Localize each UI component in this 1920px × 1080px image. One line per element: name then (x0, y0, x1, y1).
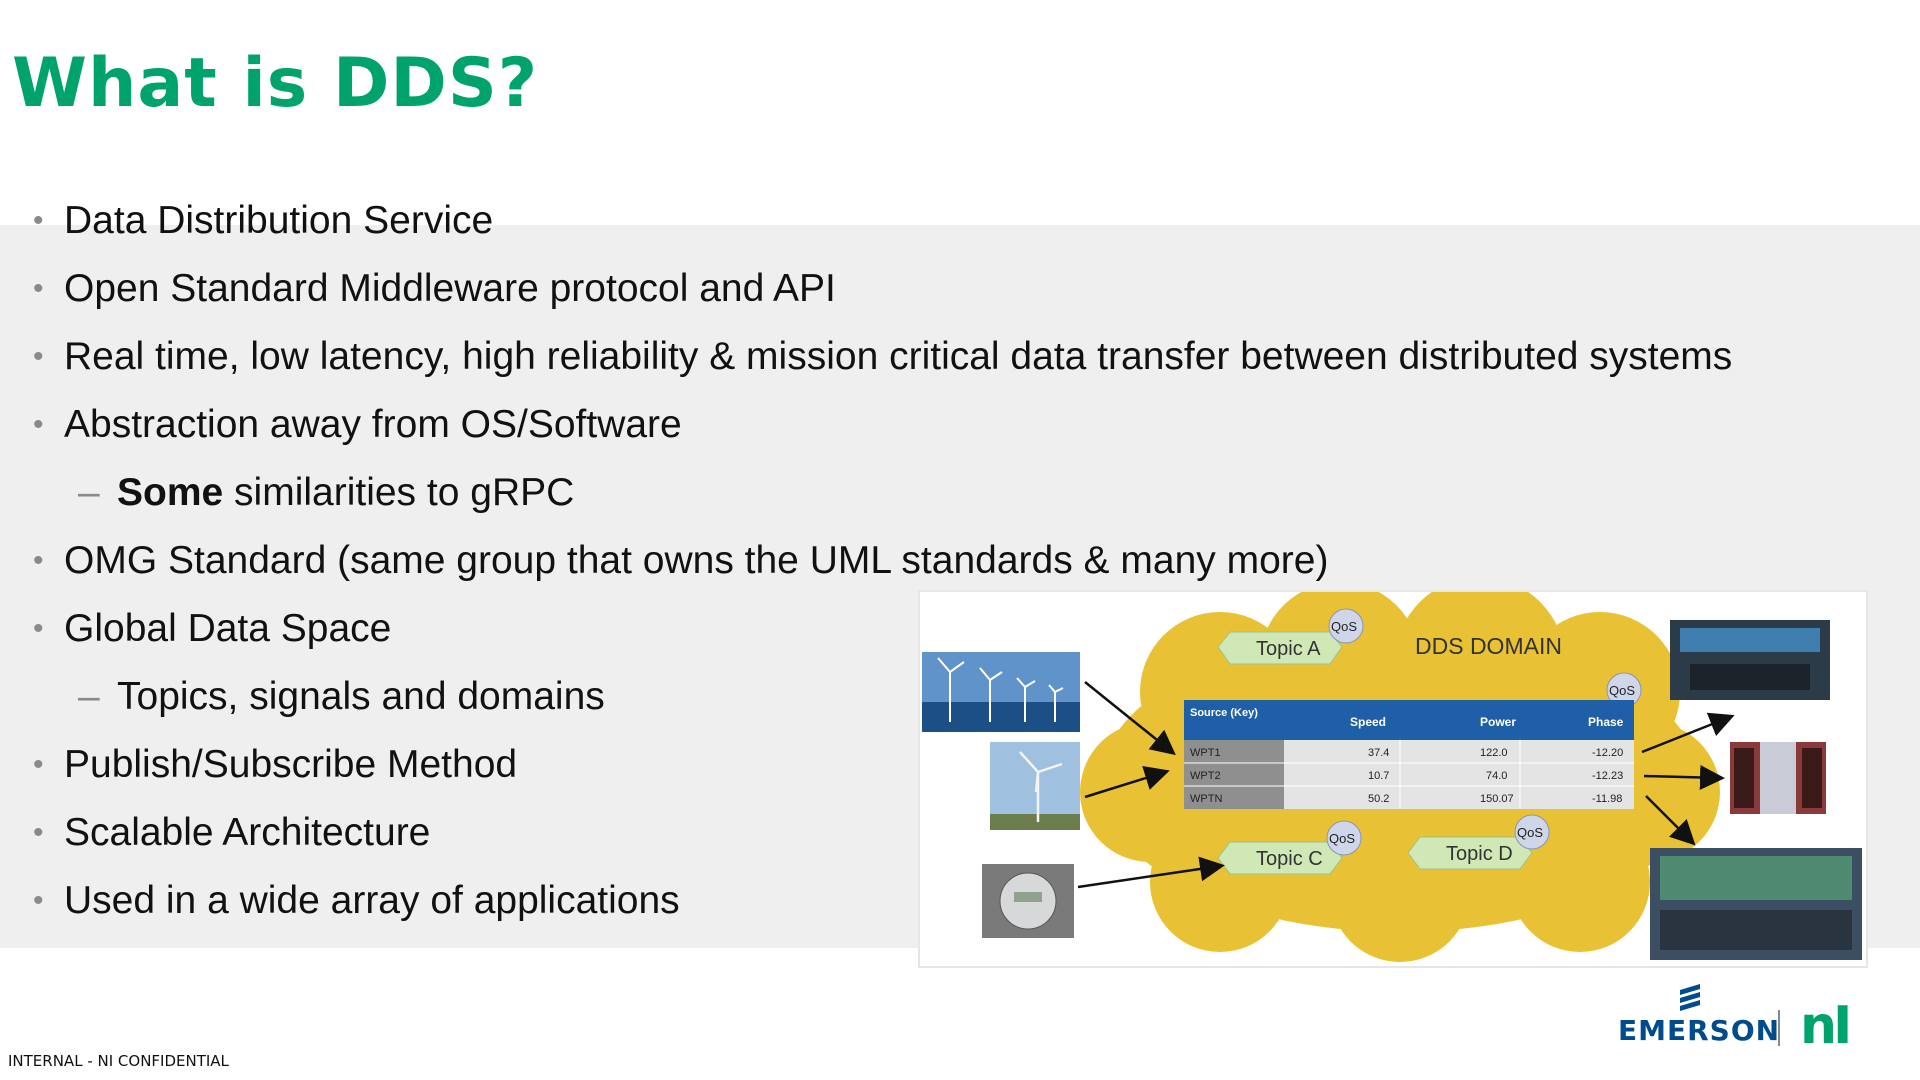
sub-bullet-item: –Some similarities to gRPC (78, 471, 575, 514)
server-room-photo (1730, 742, 1826, 814)
svg-text:QoS: QoS (1329, 831, 1355, 846)
table-cell: -12.23 (1592, 770, 1623, 782)
logo-divider (1778, 1010, 1780, 1046)
svg-text:Topic A: Topic A (1256, 638, 1321, 660)
emerson-logo-icon (1680, 984, 1700, 1011)
table-cell: WPTN (1190, 793, 1222, 805)
table-cell: 10.7 (1368, 770, 1389, 782)
table-cell: 37.4 (1368, 747, 1389, 759)
table-header: Phase (1588, 715, 1624, 729)
bullet-item: •Open Standard Middleware protocol and A… (33, 267, 836, 310)
bullet-item: •Real time, low latency, high reliabilit… (33, 335, 1733, 378)
bullet-item: •Data Distribution Service (33, 199, 494, 242)
wind-turbine-photo (990, 742, 1080, 830)
dds-domain-label: DDS DOMAIN (1415, 633, 1562, 659)
svg-text:QoS: QoS (1609, 683, 1635, 698)
table-cell: WPT1 (1190, 747, 1221, 759)
bullet-item: •Scalable Architecture (33, 811, 431, 854)
bullet-item: •Used in a wide array of applications (33, 879, 680, 922)
svg-text:Topic C: Topic C (1256, 848, 1323, 870)
bullet-item: •Global Data Space (33, 607, 392, 650)
table-cell: 122.0 (1480, 747, 1508, 759)
svg-text:QoS: QoS (1331, 619, 1357, 634)
table-cell: 74.0 (1486, 770, 1507, 782)
smart-meter-photo (982, 864, 1074, 938)
table-cell: 150.07 (1480, 793, 1514, 805)
bullet-item: •Publish/Subscribe Method (33, 743, 518, 786)
dds-diagram: DDS DOMAIN Topic A Topic C Topic D QoS Q… (918, 590, 1868, 968)
flow-arrows (1077, 681, 1735, 889)
sub-bullet-item: –Topics, signals and domains (78, 675, 605, 718)
qos-badge: QoS (1328, 608, 1364, 644)
control-room-photo (1670, 620, 1830, 700)
signal-table: Source (Key) Speed Power Phase WPT1 37.4… (1184, 700, 1634, 809)
qos-badge: QoS (1326, 820, 1362, 856)
bullet-list: •Data Distribution Service •Open Standar… (0, 196, 1732, 944)
confidential-footer: INTERNAL - NI CONFIDENTIAL (8, 1052, 229, 1070)
table-header: Source (Key) (1190, 707, 1258, 719)
svg-text:Topic D: Topic D (1446, 843, 1513, 865)
topic-a-box: Topic A (1217, 631, 1343, 665)
operations-center-photo (1650, 848, 1862, 960)
topic-c-box: Topic C (1217, 841, 1343, 875)
topic-d-box: Topic D (1407, 836, 1533, 870)
table-header: Speed (1350, 715, 1386, 729)
bullet-item: •OMG Standard (same group that owns the … (33, 539, 1329, 582)
svg-text:QoS: QoS (1517, 825, 1543, 840)
table-cell: WPT2 (1190, 770, 1221, 782)
table-cell: 50.2 (1368, 793, 1389, 805)
qos-badge: QoS (1514, 814, 1550, 850)
table-cell: -12.20 (1592, 747, 1623, 759)
ni-logo: nI (1800, 996, 1852, 1056)
wind-farm-photo (922, 652, 1080, 732)
table-header: Power (1480, 715, 1516, 729)
qos-badge: QoS (1606, 672, 1642, 708)
emerson-logo: EMERSON (1618, 1014, 1781, 1047)
slide-title: What is DDS? (12, 44, 539, 123)
bullet-item: •Abstraction away from OS/Software (33, 403, 682, 446)
table-cell: -11.98 (1592, 793, 1622, 805)
